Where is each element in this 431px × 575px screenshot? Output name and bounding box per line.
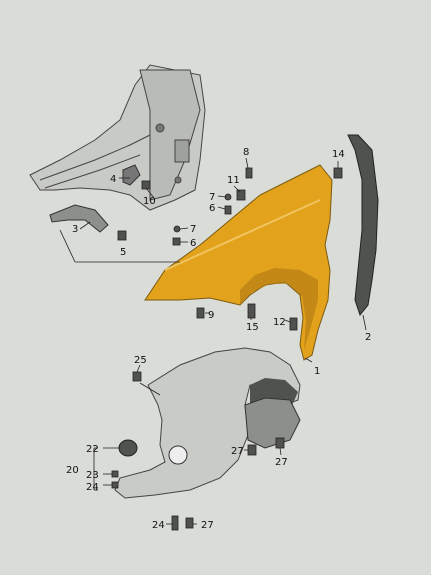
callout-15: 15 <box>246 322 259 333</box>
callout-9: 9 <box>208 310 214 321</box>
callout-labels: 2 3 4 5 6 7 7 6 8 9 10 11 12 14 15 1 25 … <box>66 147 371 531</box>
bolt-24b <box>171 515 179 531</box>
bolt-6b <box>172 237 181 246</box>
liner-access-hole <box>168 445 188 465</box>
fender-crease-line <box>164 199 321 271</box>
callout-5: 5 <box>120 247 126 258</box>
nut-7b <box>173 225 181 233</box>
clip-11 <box>236 189 246 201</box>
seal-strip-part-2 <box>347 134 379 317</box>
callout-10: 10 <box>143 196 156 207</box>
callout-3: 3 <box>72 224 78 235</box>
bolt-27b <box>275 437 285 449</box>
callout-27b: 27 <box>275 457 288 468</box>
callout-8: 8 <box>243 147 249 158</box>
callout-6: 6 <box>209 203 215 214</box>
callout-2: 2 <box>365 332 371 343</box>
bolt-10 <box>141 180 151 190</box>
bolt-27c <box>185 517 194 529</box>
callout-27a: 27 <box>231 446 244 457</box>
liner-rear-piece <box>244 397 301 449</box>
callout-14: 14 <box>332 149 345 160</box>
bracket-part-3 <box>49 204 109 233</box>
callout-24a: 24 <box>86 482 99 493</box>
bolt-5 <box>117 230 127 241</box>
callout-27c: 27 <box>201 520 214 531</box>
grommet-part-22 <box>118 439 138 457</box>
callout-1: 1 <box>314 366 320 377</box>
callout-24b: 24 <box>152 520 165 531</box>
bolt-6a <box>224 205 232 215</box>
bolt-12 <box>289 317 298 331</box>
callout-12: 12 <box>273 317 286 328</box>
bolt-27a <box>247 444 257 456</box>
callout-7b: 7 <box>190 224 196 235</box>
callout-23: 23 <box>86 470 99 481</box>
callout-20: 20 <box>66 465 79 476</box>
callout-25: 25 <box>134 355 147 366</box>
callout-4: 4 <box>110 174 116 185</box>
bracket-part-4 <box>122 164 141 186</box>
callout-22: 22 <box>86 444 99 455</box>
bolt-15 <box>247 303 256 319</box>
fender-wheel-arch-shade <box>240 268 318 350</box>
callout-7a: 7 <box>209 192 215 203</box>
bolt-14 <box>333 167 343 179</box>
clip-25 <box>132 371 142 382</box>
clip-24a <box>111 481 119 489</box>
body-structure-outline <box>29 64 206 211</box>
callout-11: 11 <box>227 175 240 186</box>
bolt-9 <box>196 307 205 319</box>
callout-6b: 6 <box>190 238 196 249</box>
clip-23 <box>111 470 119 478</box>
leader-lines <box>59 157 367 525</box>
fender-part-1 <box>144 164 333 361</box>
bolt-8 <box>245 167 253 179</box>
